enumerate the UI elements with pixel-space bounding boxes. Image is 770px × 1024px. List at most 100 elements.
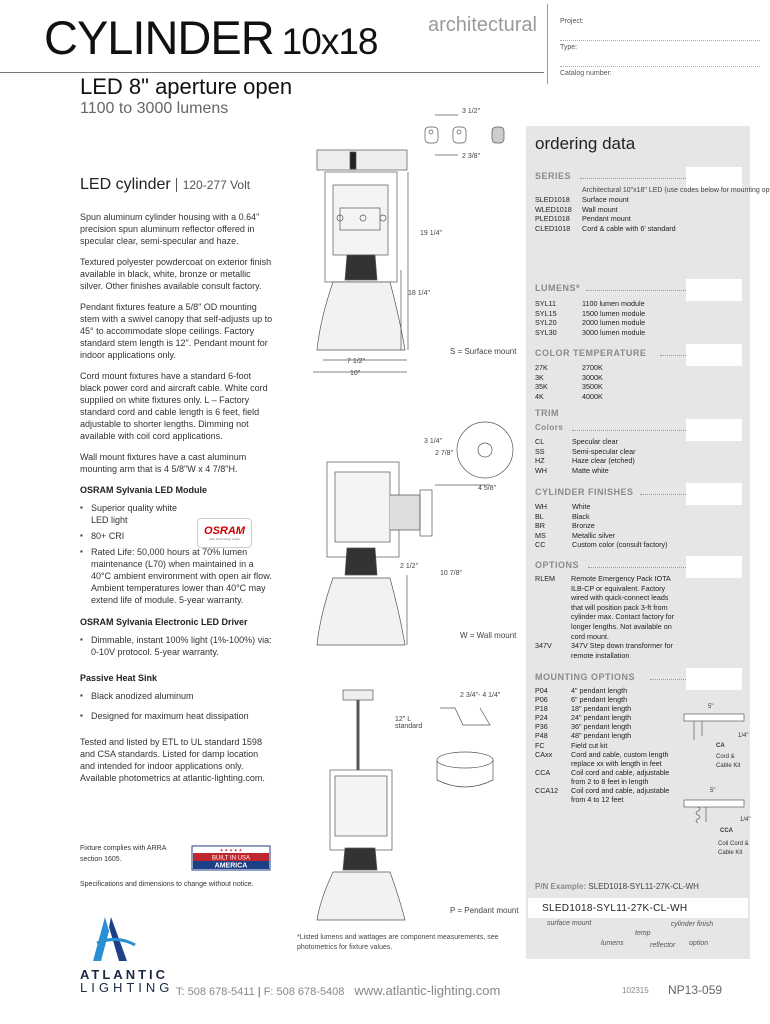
desc: 4" pendant length [571,686,628,695]
surface-mount-drawing [313,149,409,373]
section-sublabel: Colors [535,423,564,432]
desc-finish: Textured polyester powdercoat on exterio… [80,257,272,291]
code: P36 [535,722,548,732]
flag-top-text: BUILT IN USA [212,856,250,862]
section-label: TRIM [535,408,559,418]
dim-label: 1/4" [738,733,749,739]
header-divider [547,4,548,84]
section-label: CYLINDER FINISHES [535,487,634,497]
section-label: OPTIONS [535,560,580,570]
dim-label: 12" L standard [395,716,423,730]
desc-listing: Tested and listed by ETL to UL standard … [80,737,265,783]
desc: 347V Step down transformer for remote in… [571,641,673,660]
desc: Bronze [572,521,595,531]
code: SYL20 [535,318,557,328]
code: BL [535,511,544,521]
desc: 24" pendant length [571,713,632,723]
dim-label: 2 3/4"- 4 1/4" [460,692,501,699]
driver-heading: OSRAM Sylvania Electronic LED Driver [80,617,248,627]
desc: Cord & cable with 6' standard [582,223,676,233]
desc-wall: Wall mount fixtures have a cast aluminum… [80,452,247,474]
wall-mount-drawing [316,421,514,646]
pn-value: SLED1018-SYL11-27K-CL-WH [588,882,699,891]
desc: Black [572,511,590,521]
pn-label: P/N Example: [535,882,587,891]
section-label: LUMENS* [535,283,581,293]
fax: F: 508 678-5408 [263,986,345,998]
desc: Metallic silver [572,530,616,540]
wall-mount-label: W = Wall mount [460,631,517,640]
title-rule [0,72,544,73]
desc: 2700K [582,363,603,372]
list-item: Black anodized aluminum [80,690,273,702]
list-item: Rated Life: 50,000 hours at 70% lumen ma… [80,546,273,606]
pn-code: SLED1018-SYL11-27K-CL-WH [542,903,688,914]
desc: 48" pendant length [571,731,632,741]
code: PLED1018 [535,214,570,224]
mount-box[interactable] [686,668,742,690]
desc: Pendant mount [582,214,631,224]
code: 35K [535,382,548,392]
desc: Coil cord and cable, adjustable from 4 t… [571,786,670,805]
doc-number: NP13-059 [668,983,723,997]
desc-pendant: Pendant fixtures feature a 5/8" OD mount… [80,302,273,360]
color-box[interactable] [686,344,742,366]
series-header: SERIES [528,167,748,189]
desc: 1500 lumen module [582,308,646,318]
dim-label: 7 1/2" [347,358,366,365]
phone: T: 508 678-5411 [176,986,255,998]
finish-header: CYLINDER FINISHES [528,483,748,505]
desc: Custom color (consult factory) [572,540,668,550]
type-line[interactable] [560,66,760,67]
desc: 3000K [582,372,603,382]
desc: 3000 lumen module [582,327,646,337]
code: WLED1018 [535,204,572,214]
voltage-text: 120-277 Volt [175,178,251,192]
pn-annot: reflector [650,942,676,949]
desc: 1100 lumen module [582,299,645,308]
flag-bottom-text: AMERICA [215,863,248,870]
project-label: Project: [560,18,584,25]
trim-box[interactable] [686,419,742,441]
brand-line2: LIGHTING [80,980,174,995]
osram-text: OSRAM [204,525,245,537]
desc-cord: Cord mount fixtures have a standard 6-fo… [80,371,268,441]
ca-sub-label: Cord & Cable Kit [716,754,741,769]
dim-label: 10 7/8" [440,570,462,577]
desc: Cord and cable, custom length replace xx… [571,749,669,768]
dim-label: 5" [710,788,716,794]
pn-annot: temp [635,930,651,937]
sink-list: Black anodized aluminum Designed for max… [80,690,273,722]
module-heading: OSRAM Sylvania LED Module [80,485,208,495]
series-box[interactable] [686,167,742,189]
pn-annot: option [689,940,709,947]
options-box[interactable] [686,556,742,578]
title-size: 10x18 [281,21,379,62]
dim-label: 10" [350,370,361,377]
desc: Field cut kit [571,740,608,750]
trim-colors-header: Colors [528,419,748,441]
code: CC [535,540,546,550]
arra-note: Fixture complies with ARRA section 1605. [80,845,166,863]
code: WH [535,465,547,475]
surface-mount-label: S = Surface mount [450,347,517,356]
project-line[interactable] [560,40,760,41]
website-link[interactable]: www.atlantic-lighting.com [354,983,501,998]
list-item: Dimmable, instant 100% light (1%-100%) v… [80,634,273,658]
desc: Coil cord and cable, adjustable from 2 t… [571,767,670,786]
pn-annot: cylinder finish [670,921,714,928]
dim-label: 2 3/8" [462,153,481,160]
desc: 3500K [582,382,603,392]
lumens-box[interactable] [686,279,742,301]
list-item: 80+ CRI [80,530,273,542]
series-note: Architectural 10"x18" LED (use codes bel… [582,187,770,194]
list-item: Superior quality white LED light [80,502,178,526]
desc: Surface mount [582,195,629,204]
finish-box[interactable] [686,483,742,505]
code: CAxx [535,749,553,759]
code: 4K [535,391,544,401]
lumens-header: LUMENS* [528,279,748,301]
code: MS [535,530,546,540]
